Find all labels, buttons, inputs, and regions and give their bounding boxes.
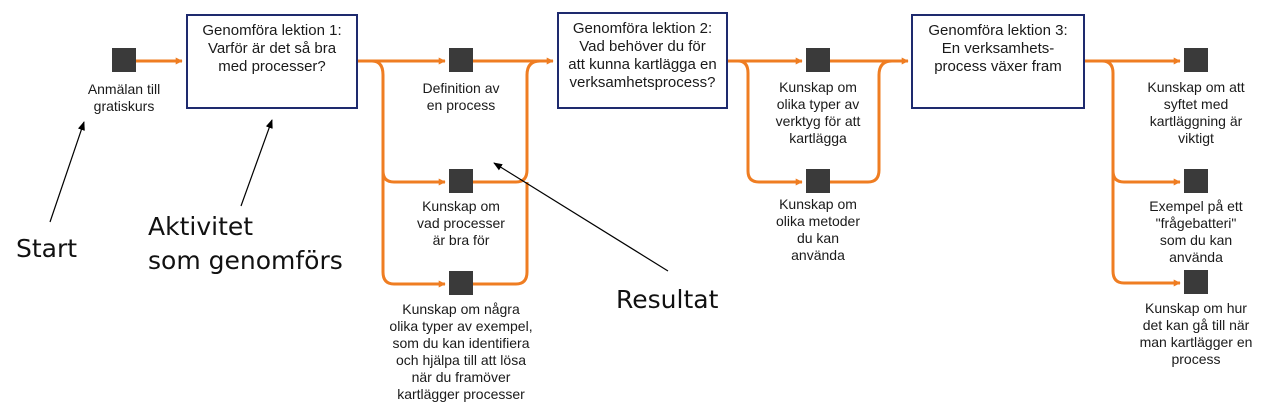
result-node [1184,48,1208,72]
result-label: Kunskap om några olika typer av exempel,… [389,301,533,402]
result-node [1184,169,1208,193]
result-node [806,48,830,72]
activity-box-lesson-2: Genomföra lektion 2: Vad behöver du för … [557,12,728,109]
result-label: Exempel på ett "frågebatteri" som du kan… [1149,198,1243,265]
flow-line [473,182,529,286]
result-label: Kunskap om olika typer av verktyg för at… [775,79,861,146]
result-label: Kunskap om hur det kan gå till när man k… [1139,300,1253,367]
result-label: Kunskap om olika metoder du kan använda [775,196,861,263]
result-node [806,169,830,193]
pointer-arrow-activity [240,119,273,207]
flow-line [1111,171,1181,287]
activity-box-lesson-1: Genomföra lektion 1: Varför är det så br… [186,14,358,109]
annotation-activity: Aktivitet som genomförs [148,212,343,275]
flow-line [737,59,803,186]
result-node [1184,270,1208,294]
result-node [449,271,473,295]
start-node [112,48,136,72]
flow-line [830,59,893,184]
annotation-result: Resultat [616,285,719,314]
result-node [449,48,473,72]
flow-line [381,171,446,288]
start-label: Anmälan till gratiskurs [87,81,161,114]
annotation-start: Start [16,234,78,263]
result-label: Kunskap om vad processer är bra för [417,198,505,248]
activity-box-lesson-3: Genomföra lektion 3: En verksamhets- pro… [911,14,1085,109]
pointer-arrow-start [49,121,85,223]
pointer-arrow-result [493,162,669,272]
result-label: Kunskap om att syftet med kartläggning ä… [1147,79,1245,146]
result-label: Definition av en process [422,80,500,113]
result-node [449,169,473,193]
flow-line [473,59,541,184]
